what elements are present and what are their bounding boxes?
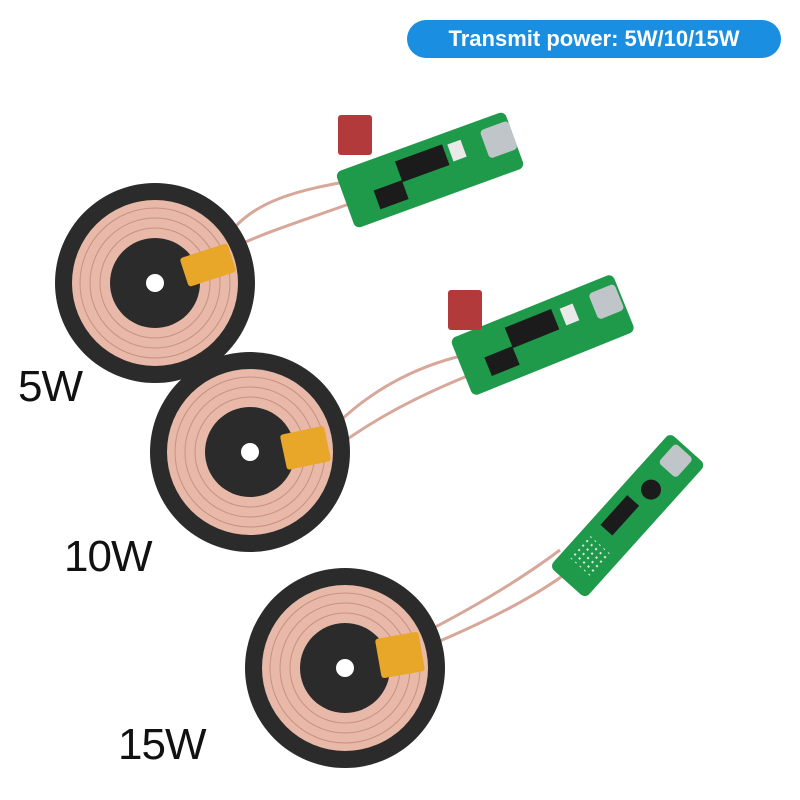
capacitor-10w (448, 290, 482, 330)
coil-hole-15w (336, 659, 354, 677)
capacitor-5w (338, 115, 372, 155)
kapton-tape-10w (280, 426, 331, 470)
module-10w (150, 275, 634, 552)
power-label-10w: 10W (64, 532, 152, 581)
usb-port-5w (480, 121, 517, 158)
module-15w (245, 435, 704, 768)
coil-wire-5w-b (231, 198, 361, 250)
power-label-5w: 5W (18, 362, 83, 411)
ic-chip-10w (504, 308, 560, 349)
coil-wire-15w-b (417, 570, 569, 652)
ic-chip-15w (600, 495, 640, 536)
kapton-tape-5w (180, 243, 236, 287)
transmit-power-text: Transmit power: 5W/10/15W (448, 26, 740, 51)
module-5w (55, 112, 524, 383)
transmit-power-badge: Transmit power: 5W/10/15W (407, 20, 781, 58)
kapton-tape-15w (375, 631, 425, 679)
coil-hole-5w (146, 274, 164, 292)
coil-hole-10w (241, 443, 259, 461)
power-label-15w: 15W (118, 720, 206, 769)
ic-chip-5w (394, 144, 450, 183)
usb-port-10w (589, 284, 624, 319)
usb-port-15w (659, 444, 692, 477)
